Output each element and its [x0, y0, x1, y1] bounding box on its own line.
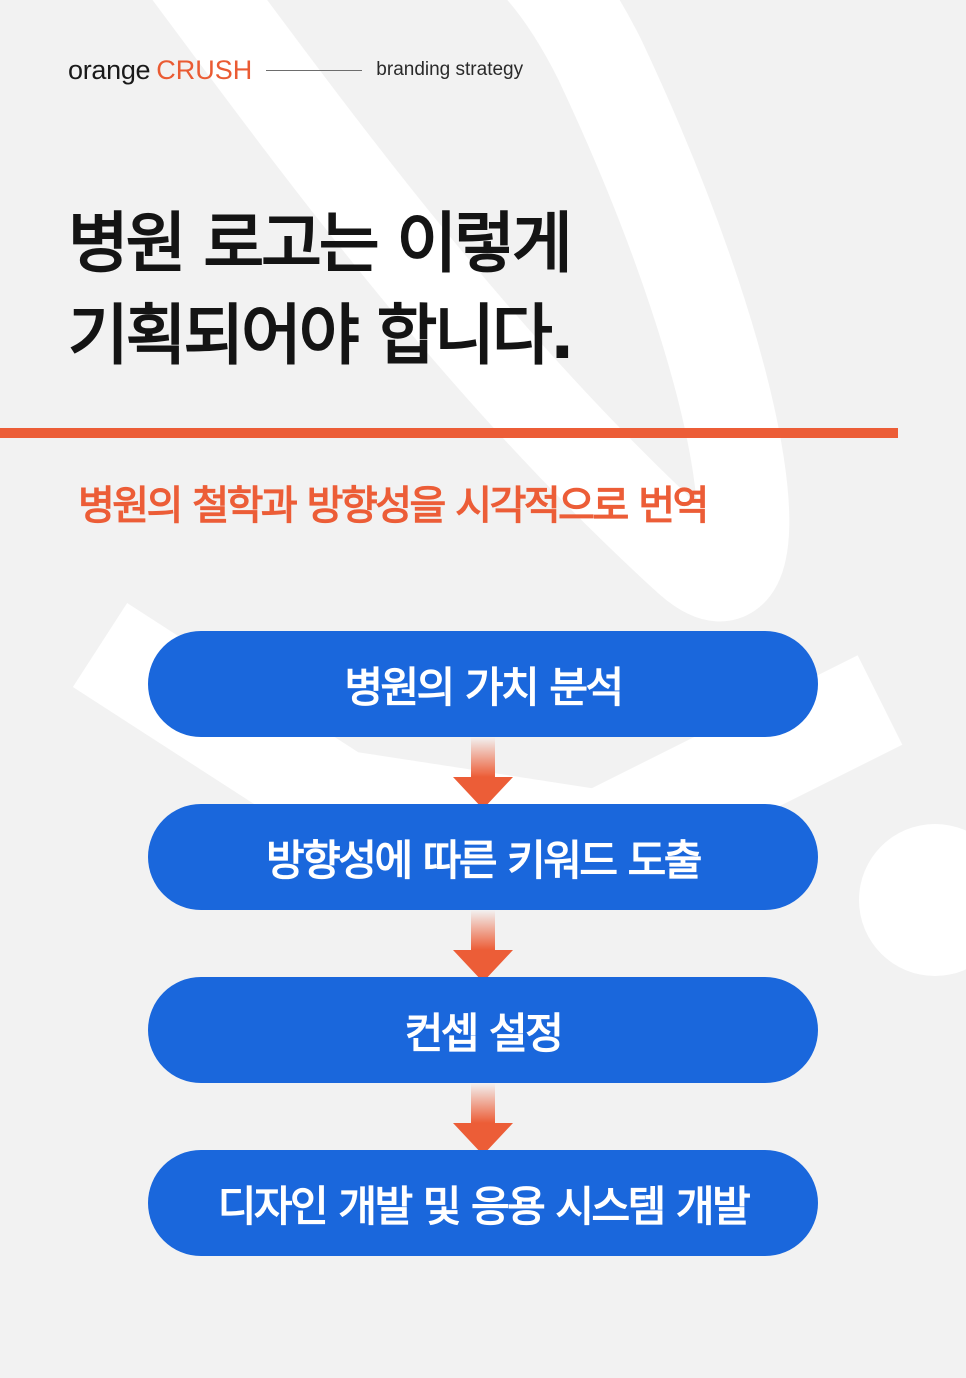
arrow-down-icon [453, 1083, 513, 1155]
process-step-1: 병원의 가치 분석 [148, 631, 818, 737]
header-tagline: branding strategy [376, 59, 524, 80]
process-step-2: 방향성에 따른 키워드 도출 [148, 804, 818, 910]
process-flow: 병원의 가치 분석 방향성에 따른 키워드 도출 컨셉 설정 [148, 631, 818, 1257]
page-subtitle: 병원의 철학과 방향성을 시각적으로 번역 [78, 483, 709, 529]
brand-name-orange: orange [68, 54, 151, 85]
page-title-line-2: 기획되어야 합니다. [68, 297, 575, 374]
brand-name-crush: CRUSH [156, 54, 253, 85]
accent-divider [0, 428, 898, 438]
process-step-3: 컨셉 설정 [148, 977, 818, 1083]
page-title: 병원 로고는 이렇게 기획되어야 합니다. [68, 198, 828, 382]
arrow-down-icon [453, 737, 513, 809]
header-divider-line [266, 69, 363, 71]
process-step-4: 디자인 개발 및 응용 시스템 개발 [148, 1150, 818, 1256]
brand-header: orange CRUSH branding strategy [68, 52, 523, 88]
page-title-line-1: 병원 로고는 이렇게 [68, 205, 573, 282]
arrow-down-icon [453, 910, 513, 982]
